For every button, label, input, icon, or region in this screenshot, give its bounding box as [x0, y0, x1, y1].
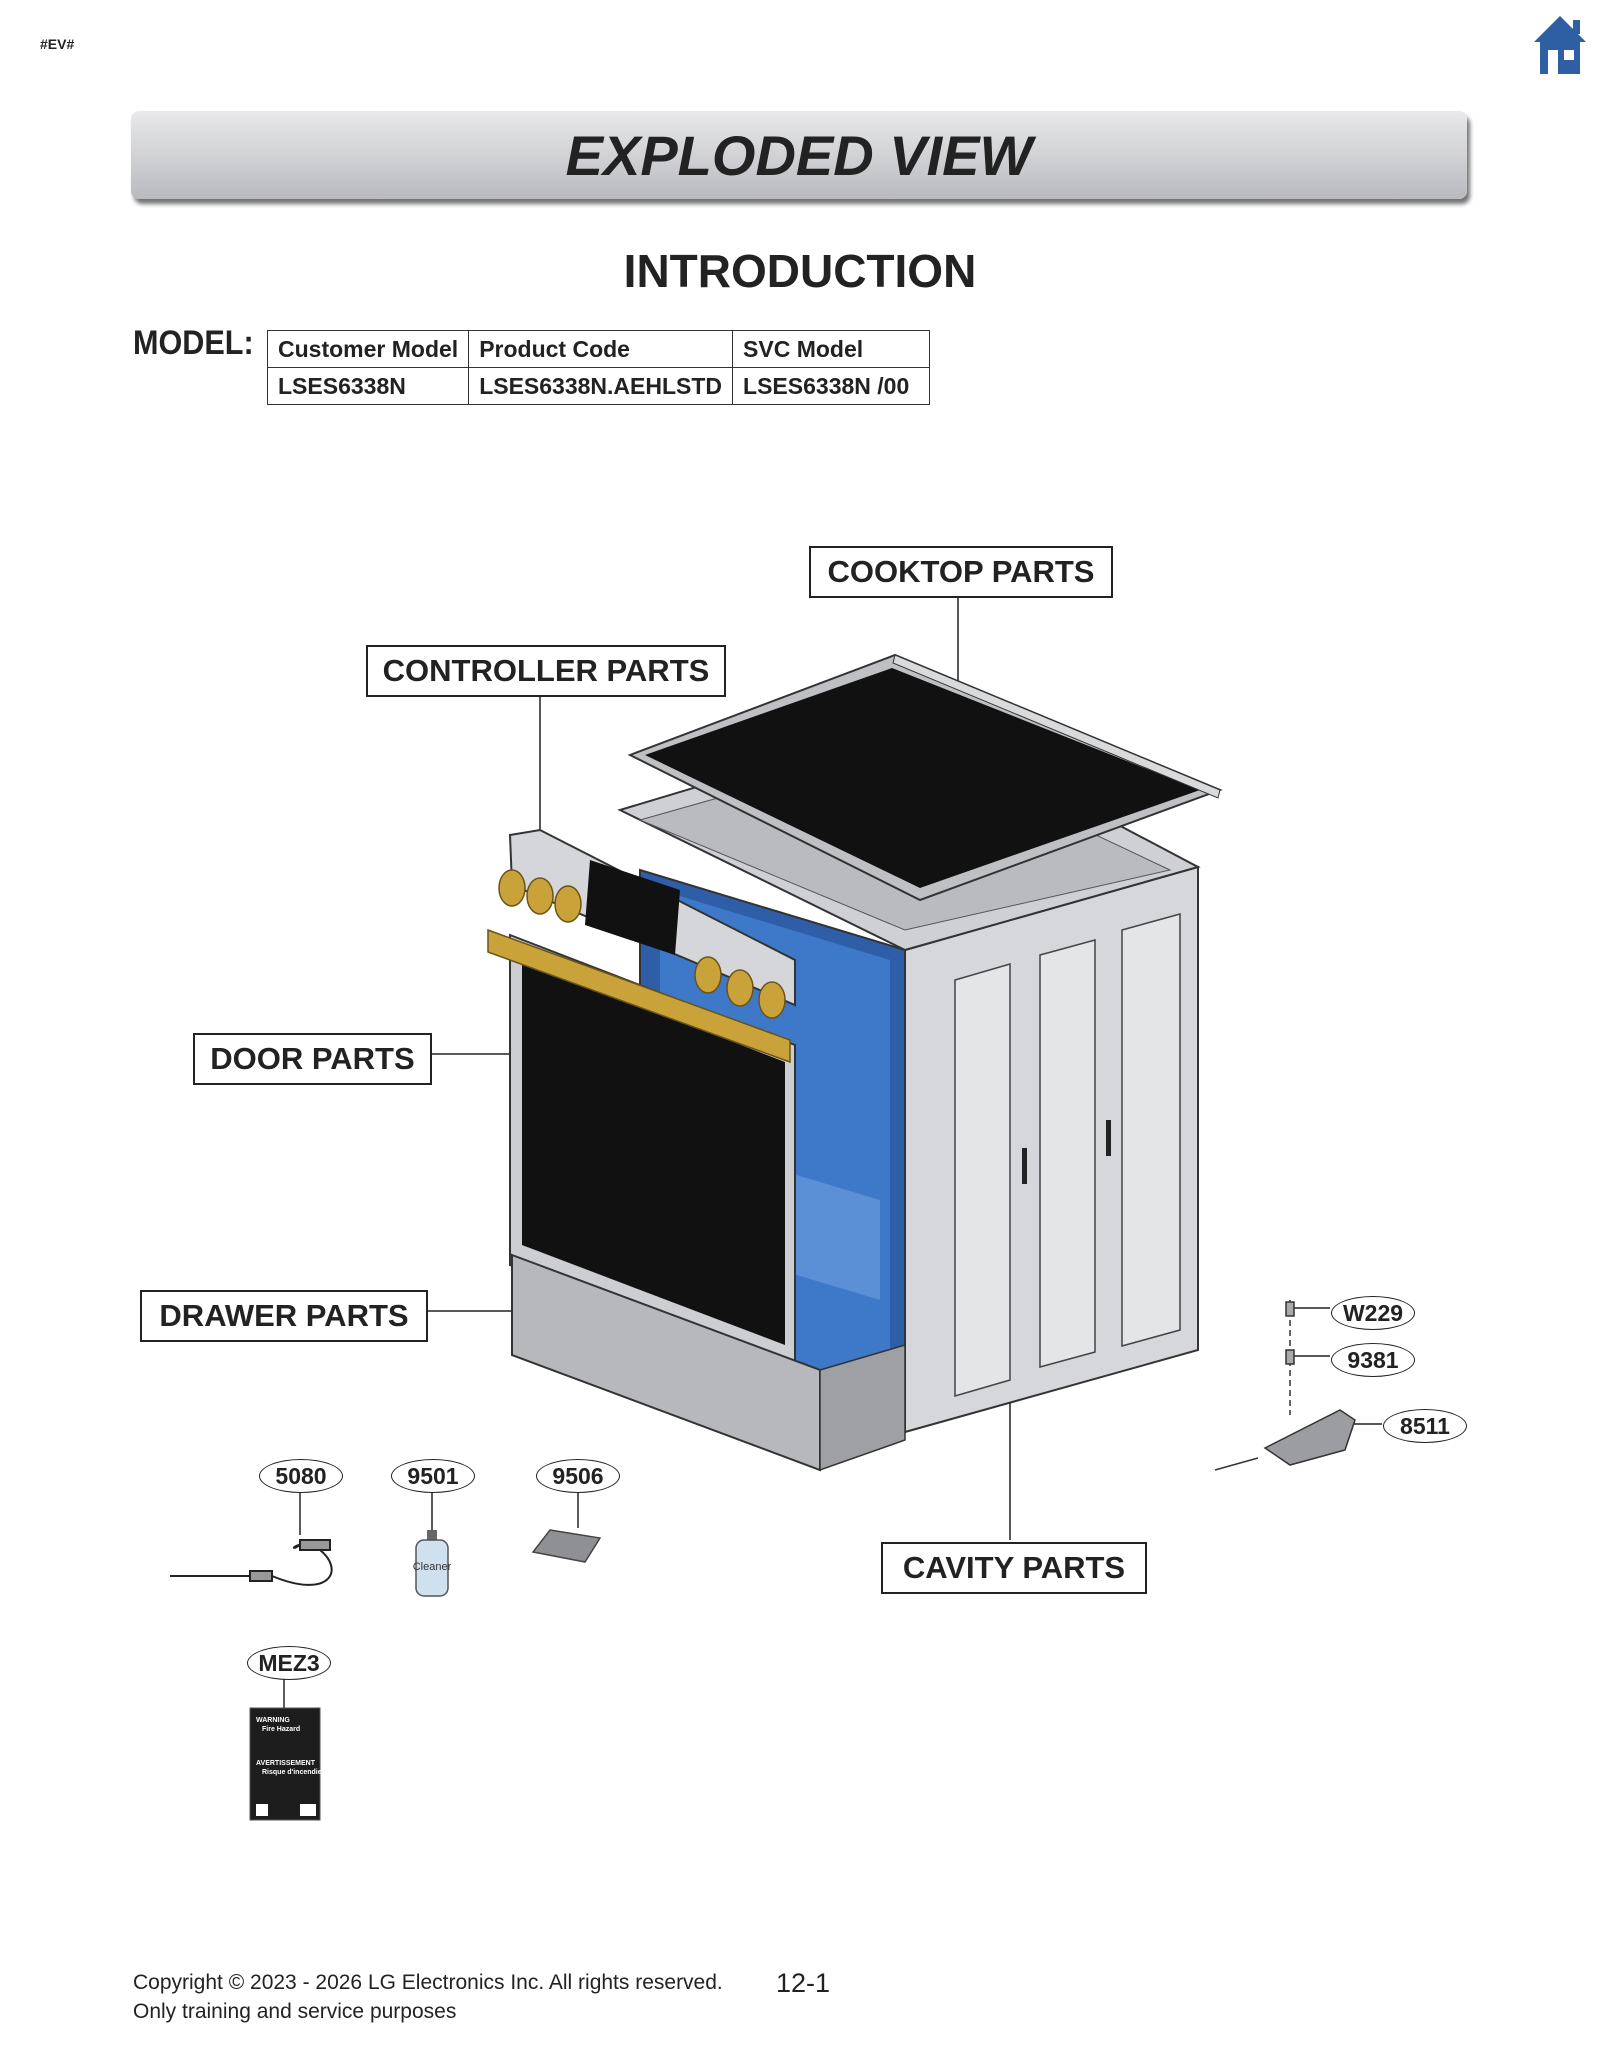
drawer-parts-callout[interactable]: DRAWER PARTS: [140, 1290, 428, 1342]
range-side-panel: [904, 865, 1199, 1434]
model-table: Customer Model Product Code SVC Model LS…: [266, 330, 931, 405]
warning-text-en: WARNING: [256, 1717, 290, 1724]
oven-door: [487, 928, 796, 1372]
title-banner: EXPLODED VIEW: [131, 111, 1467, 199]
usage-note: Only training and service purposes: [133, 2000, 457, 2023]
customer-model-value: LSES6338N: [266, 367, 470, 405]
cooktop-parts-callout[interactable]: COOKTOP PARTS: [809, 546, 1113, 598]
part-w229[interactable]: W229: [1331, 1296, 1415, 1330]
warning-label-sticker: [249, 1707, 321, 1821]
cleaner-label: Cleaner: [413, 1561, 452, 1573]
warning-subtext-en: Fire Hazard: [262, 1726, 300, 1733]
cooktop-glass: [627, 653, 1223, 902]
warning-text-fr: AVERTISSEMENT: [256, 1760, 316, 1767]
footer: Copyright © 2023 - 2026 LG Electronics I…: [133, 1968, 723, 2026]
copyright-text: Copyright © 2023 - 2026 LG Electronics I…: [133, 1971, 723, 1994]
home-icon[interactable]: [1532, 14, 1588, 76]
part-8511[interactable]: 8511: [1383, 1409, 1467, 1443]
header-svc-model: SVC Model: [732, 330, 931, 368]
meat-probe: [170, 1539, 333, 1586]
part-9506[interactable]: 9506: [536, 1459, 620, 1493]
storage-drawer: [511, 1253, 906, 1472]
table-row: LSES6338N LSES6338N.AEHLSTD LSES6338N /0…: [266, 367, 931, 405]
model-label: MODEL:: [133, 324, 254, 362]
product-code-value: LSES6338N.AEHLSTD: [468, 367, 734, 405]
section-title: INTRODUCTION: [623, 245, 977, 297]
controller-panel: [498, 828, 796, 1019]
cleaner-bottle: [415, 1530, 449, 1597]
part-9381[interactable]: 9381: [1331, 1343, 1415, 1377]
controller-parts-callout[interactable]: CONTROLLER PARTS: [366, 645, 726, 697]
scrubbing-pad: [531, 1529, 602, 1563]
page-tag: #EV#: [40, 36, 75, 52]
part-5080[interactable]: 5080: [259, 1459, 343, 1493]
header-customer-model: Customer Model: [266, 330, 470, 368]
part-mez3[interactable]: MEZ3: [247, 1646, 331, 1680]
part-9501[interactable]: 9501: [391, 1459, 475, 1493]
page-number: 12-1: [776, 1968, 831, 1998]
page-title: EXPLODED VIEW: [565, 124, 1033, 187]
door-parts-callout[interactable]: DOOR PARTS: [193, 1033, 432, 1085]
warning-subtext-fr: Risque d'incendie: [262, 1769, 322, 1776]
svc-model-value: LSES6338N /00: [732, 367, 931, 405]
cavity-parts-callout[interactable]: CAVITY PARTS: [881, 1542, 1147, 1594]
anti-tip-hardware: [1214, 1300, 1356, 1471]
